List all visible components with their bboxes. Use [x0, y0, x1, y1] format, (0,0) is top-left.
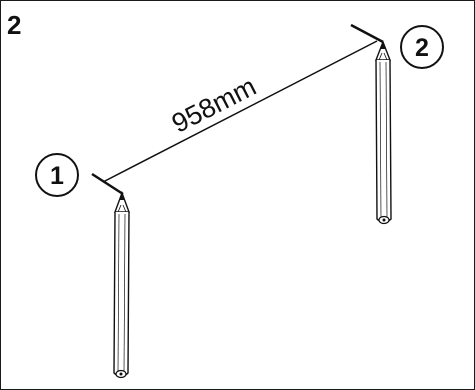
- dimension-line: [102, 40, 378, 183]
- callout-2-circle: [400, 25, 444, 69]
- callout-2: 2: [400, 25, 444, 69]
- callout-1-circle: [35, 153, 79, 197]
- dimension-label: 958mm: [167, 71, 261, 139]
- callout-2-label: 2: [415, 34, 429, 62]
- callout-1: 1: [35, 153, 79, 197]
- pencil-1-icon: [113, 190, 131, 379]
- callout-1-label: 1: [50, 162, 64, 190]
- mark-2: [350, 23, 384, 44]
- step-number: 2: [7, 10, 22, 40]
- pencil-2-icon: [374, 40, 392, 225]
- mark-1: [91, 172, 124, 196]
